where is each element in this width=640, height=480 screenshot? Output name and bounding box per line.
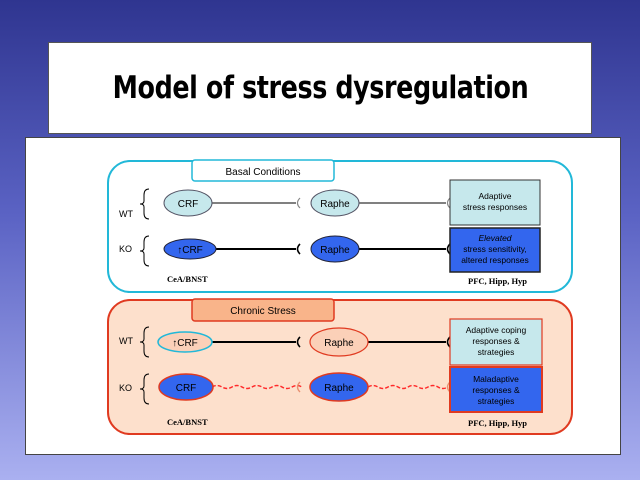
basal-ko-crf-node bbox=[163, 238, 217, 260]
basal-panel: Basal Conditions WT CRF Raphe Adaptive s… bbox=[107, 159, 573, 293]
chronic-ko-wavy-line-2 bbox=[367, 384, 449, 390]
chronic-header-box bbox=[191, 298, 335, 322]
chronic-ko-outcome-box bbox=[449, 366, 543, 413]
chronic-ko-raphe-label: Raphe bbox=[324, 383, 354, 394]
basal-ko-crf-label: ↑CRF bbox=[177, 245, 203, 256]
diagram-svg: Basal Conditions WT CRF Raphe Adaptive s… bbox=[107, 159, 573, 435]
basal-ko-outcome-box bbox=[449, 227, 541, 273]
chronic-wt-synapse-2 bbox=[446, 336, 451, 348]
basal-ko-synapse-1 bbox=[296, 243, 301, 255]
basal-wt-outcome-line-1: Adaptive bbox=[478, 191, 511, 201]
chronic-header-label: Chronic Stress bbox=[230, 306, 296, 317]
chronic-ko-wavy-line-1 bbox=[211, 384, 303, 390]
chronic-left-region: CeA/BNST bbox=[167, 417, 208, 427]
basal-ko-outcome-line-3: altered responses bbox=[461, 255, 529, 265]
basal-wt-outcome-box bbox=[449, 179, 541, 226]
chronic-ko-synapse-1 bbox=[296, 381, 301, 393]
basal-ko-label: KO bbox=[119, 244, 132, 254]
basal-left-region: CeA/BNST bbox=[167, 274, 208, 284]
basal-wt-label: WT bbox=[119, 209, 133, 219]
chronic-right-region: PFC, Hipp, Hyp bbox=[468, 418, 527, 428]
basal-ko-raphe-label: Raphe bbox=[320, 245, 350, 256]
basal-wt-synapse-1 bbox=[296, 197, 301, 209]
basal-wt-crf-label: CRF bbox=[178, 199, 199, 210]
basal-wt-crf-node bbox=[163, 189, 213, 217]
chronic-ko-outcome-line-1: Maladaptive bbox=[473, 374, 519, 384]
slide-title: Model of stress dysregulation bbox=[112, 70, 528, 106]
chronic-wt-raphe-label: Raphe bbox=[324, 338, 354, 349]
chronic-wt-crf-node bbox=[157, 331, 213, 353]
chronic-wt-brace bbox=[139, 326, 150, 358]
basal-ko-raphe-node bbox=[310, 235, 360, 263]
chronic-panel: Chronic Stress WT ↑CRF Raphe Adaptive co… bbox=[107, 298, 573, 435]
chronic-wt-outcome-line-3: strategies bbox=[478, 347, 515, 357]
chronic-ko-crf-label: CRF bbox=[176, 383, 197, 394]
chronic-ko-outcome-line-3: strategies bbox=[478, 396, 515, 406]
chronic-wt-outcome-line-2: responses & bbox=[472, 336, 520, 346]
basal-wt-synapse-2 bbox=[446, 197, 451, 209]
title-box: Model of stress dysregulation bbox=[48, 42, 592, 134]
basal-ko-outcome-line-1: Elevated bbox=[478, 233, 511, 243]
chronic-wt-outcome-line-1: Adaptive coping bbox=[466, 325, 527, 335]
basal-header-box bbox=[191, 159, 335, 182]
chronic-wt-raphe-node bbox=[309, 327, 369, 357]
chronic-wt-synapse-1 bbox=[296, 336, 301, 348]
basal-wt-outcome-line-2: stress responses bbox=[463, 202, 527, 212]
basal-wt-brace bbox=[139, 188, 150, 220]
chronic-ko-label: KO bbox=[119, 383, 132, 393]
basal-wt-raphe-label: Raphe bbox=[320, 199, 350, 210]
chronic-wt-outcome-box bbox=[449, 318, 543, 366]
chronic-ko-raphe-node bbox=[309, 372, 369, 402]
basal-header-label: Basal Conditions bbox=[225, 167, 300, 178]
chronic-ko-crf-node bbox=[158, 373, 214, 401]
diagram-canvas: Basal Conditions WT CRF Raphe Adaptive s… bbox=[25, 137, 621, 455]
basal-wt-raphe-node bbox=[310, 189, 360, 217]
basal-right-region: PFC, Hipp, Hyp bbox=[468, 276, 527, 286]
chronic-ko-outcome-line-2: responses & bbox=[472, 385, 520, 395]
basal-ko-outcome-line-2: stress sensitivity, bbox=[463, 244, 527, 254]
basal-ko-brace bbox=[139, 235, 150, 267]
chronic-ko-brace bbox=[139, 373, 150, 405]
chronic-wt-label: WT bbox=[119, 336, 133, 346]
chronic-wt-crf-label: ↑CRF bbox=[172, 338, 198, 349]
